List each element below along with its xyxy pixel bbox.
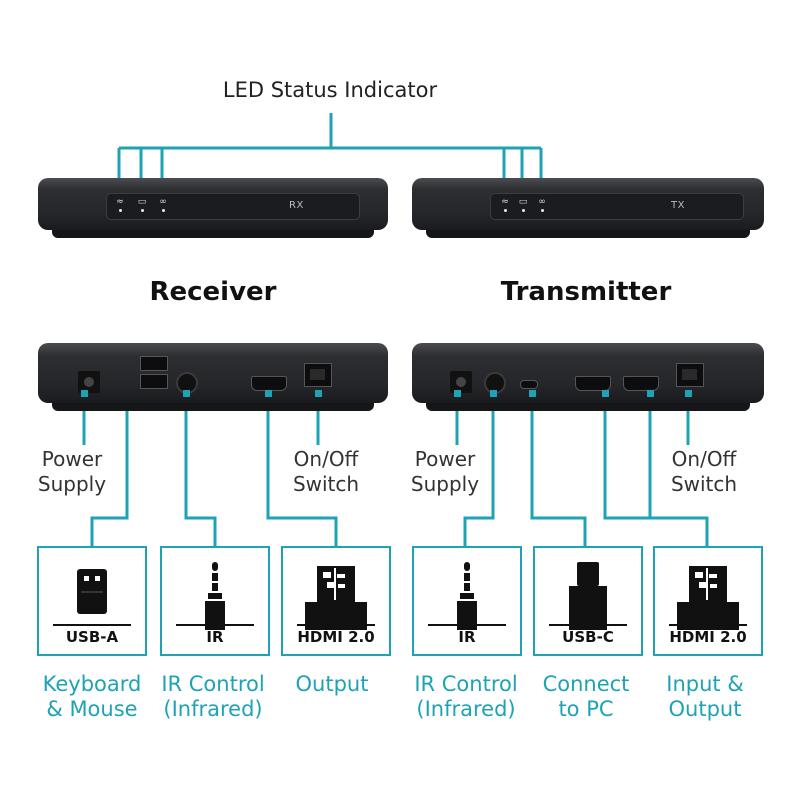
transmitter-front-tag: TX [671, 200, 685, 211]
caption-input-output: Input &Output [666, 672, 744, 721]
connector-label: HDMI 2.0 [297, 628, 375, 646]
ir-connector: IR [412, 546, 522, 656]
link-icon: ∞ [155, 197, 171, 212]
caption-keyboard-mouse: Keyboard& Mouse [42, 672, 142, 721]
receiver-heading: Receiver [149, 277, 277, 307]
ir-connector: IR [160, 546, 270, 656]
hdmi-plug-icon [677, 566, 739, 630]
power-port [450, 371, 472, 393]
monitor-icon: ▭ [134, 197, 150, 212]
port-marker [315, 390, 322, 397]
hdmi-port-2 [623, 376, 659, 391]
wifi-icon: ≈ [112, 197, 128, 212]
receiver-front-panel: ≈ ▭ ∞ RX [106, 193, 360, 220]
connector-label: USB-A [65, 628, 119, 646]
port-marker [685, 390, 692, 397]
usb-a-plug-icon [77, 569, 107, 614]
usb-c-plug-icon [569, 562, 607, 630]
usb-a-port-bottom [140, 374, 168, 389]
receiver-front-tag: RX [289, 200, 304, 211]
connector-label: IR [206, 628, 224, 646]
usb-a-port-top [140, 356, 168, 371]
hdmi-connector: HDMI 2.0 [281, 546, 391, 656]
receiver-rear [38, 343, 388, 411]
port-marker [602, 390, 609, 397]
port-marker [81, 390, 88, 397]
connector-label: IR [458, 628, 476, 646]
power-switch [304, 363, 332, 387]
port-marker [454, 390, 461, 397]
receiver-front: ≈ ▭ ∞ RX [38, 178, 388, 238]
connector-label: USB-C [562, 628, 614, 646]
transmitter-front-panel: ≈ ▭ ∞ TX [490, 193, 744, 220]
port-marker [529, 390, 536, 397]
usb-c-port [520, 380, 538, 389]
hdmi-port [251, 376, 287, 391]
usb-a-connector: USB-A [37, 546, 147, 656]
wifi-icon: ≈ [497, 197, 513, 212]
link-icon: ∞ [534, 197, 550, 212]
audio-jack-icon [457, 562, 477, 630]
caption-output: Output [295, 672, 369, 696]
hdmi-connector: HDMI 2.0 [653, 546, 763, 656]
caption-ir-control: IR Control(Infrared) [161, 672, 265, 721]
port-marker [490, 390, 497, 397]
audio-jack-icon [205, 562, 225, 630]
hdmi-port-1 [575, 376, 611, 391]
transmitter-rear [412, 343, 764, 411]
connector-label: HDMI 2.0 [669, 628, 747, 646]
power-port [78, 371, 100, 393]
hdmi-plug-icon [305, 566, 367, 630]
port-marker [265, 390, 272, 397]
port-marker [647, 390, 654, 397]
caption-ir-control: IR Control(Infrared) [414, 672, 518, 721]
led-status-title: LED Status Indicator [222, 78, 438, 102]
monitor-icon: ▭ [515, 197, 531, 212]
transmitter-heading: Transmitter [500, 277, 672, 307]
usb-c-connector: USB-C [533, 546, 643, 656]
transmitter-front: ≈ ▭ ∞ TX [412, 178, 764, 238]
power-switch [676, 363, 704, 387]
port-marker [183, 390, 190, 397]
